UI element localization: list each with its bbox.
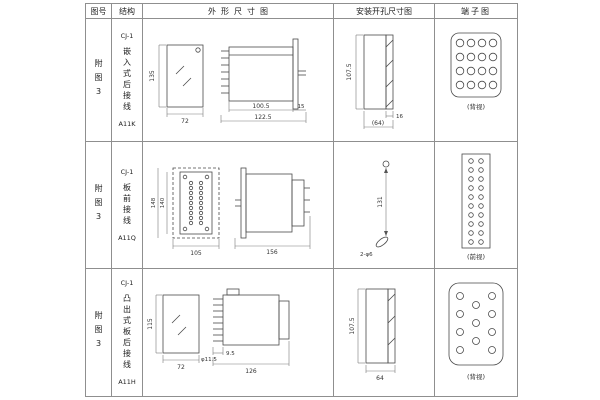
- dim-install-depth: (64): [372, 120, 384, 127]
- dim-hole-spacing: 131: [377, 196, 384, 208]
- model-label-3: CJ-1: [120, 279, 134, 287]
- dimension-table: 图号 结构 外形尺寸图 安装开孔尺寸图 端子图 附图3 CJ-1 嵌入式后接线 …: [85, 3, 518, 397]
- dim-side-flange: 15: [298, 104, 305, 110]
- model-label-1: CJ-1: [120, 32, 134, 40]
- dim-front-height-inner: 140: [160, 197, 166, 208]
- structure-label-2: 板前接线: [122, 183, 132, 227]
- outline-drawing-a11k: 135 72 100.5: [149, 38, 307, 125]
- install-cell-2: 131 2-φ6: [334, 142, 434, 268]
- model-label-2: CJ-1: [120, 168, 134, 176]
- dim-front-height-outer: 148: [151, 197, 157, 208]
- code-label-3: A11H: [118, 378, 136, 386]
- structure-cell-1: CJ-1 嵌入式后接线 A11K: [112, 19, 142, 141]
- header-outline-label: 外形尺寸图: [208, 6, 273, 16]
- terminal-cell-3: (背视): [435, 269, 517, 396]
- terminal-view-label-3: (背视): [467, 372, 485, 381]
- structure-cell-2: CJ-1 板前接线 A11Q: [112, 142, 142, 268]
- dim-front-width: 72: [177, 364, 185, 371]
- terminal-view-label-2: (前视): [467, 252, 485, 261]
- header-fig-no-label: 图号: [90, 6, 107, 16]
- dim-install-height: 107.5: [346, 63, 353, 80]
- header-install: 安装开孔尺寸图: [334, 4, 434, 18]
- install-drawing-a11h: 107.5 64: [349, 288, 396, 382]
- install-cell-3: 107.5 64: [334, 269, 434, 396]
- dim-hole-dia: φ11.5: [201, 357, 217, 363]
- dim-front-width: 105: [190, 250, 202, 257]
- dim-front-height: 115: [147, 318, 154, 330]
- code-label-1: A11K: [118, 120, 136, 128]
- fig-no-cell-3: 附图3: [86, 269, 111, 396]
- fig-no-label-3: 附图3: [94, 311, 103, 354]
- fig-no-label-2: 附图3: [94, 183, 103, 227]
- structure-cell-3: CJ-1 凸出式板后接线 A11H: [112, 269, 142, 396]
- dim-front-width: 72: [181, 118, 189, 125]
- dim-install-width: 64: [376, 375, 384, 382]
- terminal-cell-2: (前视): [435, 142, 517, 268]
- structure-label-3: 凸出式板后接线: [122, 294, 132, 371]
- header-terminal: 端子图: [435, 4, 517, 18]
- outline-cell-1: 135 72 100.5: [143, 19, 333, 141]
- dim-side-total: 122.5: [254, 114, 271, 121]
- outline-cell-2: 140 148 105 156: [143, 142, 333, 268]
- dim-side-body: 100.5: [252, 103, 269, 110]
- terminal-cell-1: (背视): [435, 19, 517, 141]
- install-drawing-a11q: 131 2-φ6: [360, 160, 390, 258]
- code-label-2: A11Q: [118, 234, 136, 242]
- dim-side-total: 126: [245, 368, 257, 375]
- install-cell-1: 107.5 16 (64): [334, 19, 434, 141]
- dim-install-thickness: 16: [396, 114, 403, 120]
- header-terminal-label: 端子图: [461, 6, 491, 16]
- dim-pin-length: 9.5: [226, 351, 235, 357]
- fig-no-cell-2: 附图3: [86, 142, 111, 268]
- terminal-drawing-a11h: (背视): [448, 282, 504, 381]
- header-outline: 外形尺寸图: [143, 4, 333, 18]
- terminal-drawing-a11k: (背视): [450, 32, 502, 111]
- outline-cell-3: 115 72 9.5 φ11: [143, 269, 333, 396]
- header-install-label: 安装开孔尺寸图: [356, 6, 412, 16]
- header-fig-no: 图号: [86, 4, 111, 18]
- dim-install-height: 107.5: [349, 317, 356, 334]
- install-drawing-a11k: 107.5 16 (64): [346, 34, 403, 129]
- outline-drawing-a11q: 140 148 105 156: [151, 167, 311, 257]
- terminal-drawing-a11q: (前视): [461, 153, 491, 261]
- outline-drawing-a11h: 115 72 9.5 φ11: [147, 288, 290, 375]
- header-structure: 结构: [112, 4, 142, 18]
- structure-label-1: 嵌入式后接线: [122, 47, 132, 113]
- dim-hole-callout: 2-φ6: [360, 252, 373, 258]
- terminal-view-label-1: (背视): [467, 102, 485, 111]
- fig-no-cell-1: 附图3: [86, 19, 111, 141]
- dim-side-total: 156: [266, 249, 278, 256]
- dim-front-height: 135: [149, 70, 156, 82]
- fig-no-label-1: 附图3: [94, 58, 103, 102]
- header-structure-label: 结构: [119, 6, 135, 16]
